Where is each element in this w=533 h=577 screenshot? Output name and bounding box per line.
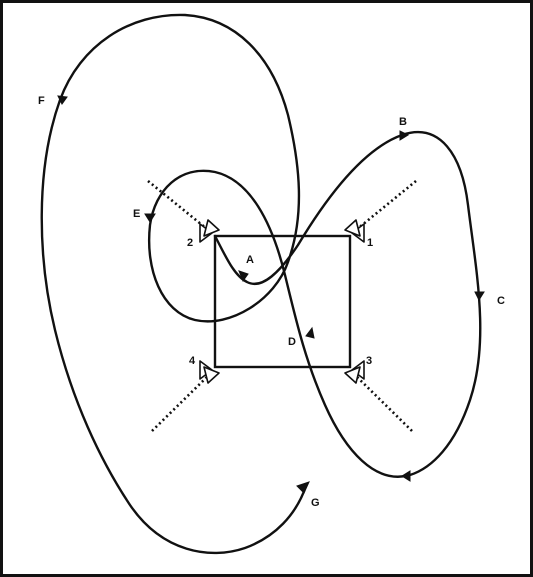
- camera-1-label: 1: [367, 237, 373, 249]
- direction-arrows: [57, 95, 485, 494]
- camera-1-view-line: [355, 179, 417, 232]
- camera-2-view-line: [147, 179, 208, 231]
- camera-4: [199, 360, 220, 384]
- arrow-at-d-icon: [305, 326, 315, 339]
- trajectory-loop-abcde: [40, 13, 482, 555]
- camera-4-view-line: [151, 373, 211, 432]
- arrow-at-a-icon: [238, 270, 249, 283]
- camera-4-body-icon: [203, 366, 220, 384]
- camera-2-label: 2: [187, 237, 193, 249]
- arrow-at-c-icon: [474, 291, 485, 302]
- point-a-label: A: [246, 254, 254, 266]
- movement-trajectory: [40, 13, 482, 555]
- point-d-label: D: [288, 336, 296, 348]
- arrow-at-g-icon: [296, 481, 310, 494]
- camera-4-label: 4: [189, 355, 196, 367]
- camera-view-lines: [147, 179, 417, 432]
- point-b-label: B: [399, 116, 407, 128]
- arrow-at-b-icon: [399, 130, 410, 141]
- camera-2: [199, 219, 220, 243]
- camera-3: [344, 360, 365, 384]
- capture-area-rectangle: [213, 234, 352, 369]
- camera-1: [344, 219, 365, 243]
- camera-3-label: 3: [366, 355, 372, 367]
- point-f-label: F: [38, 95, 45, 107]
- point-g-label: G: [311, 497, 320, 509]
- camera-2-body-icon: [203, 219, 220, 237]
- camera-3-view-line: [353, 373, 413, 432]
- camera-3-body-icon: [344, 366, 361, 384]
- point-e-label: E: [133, 208, 140, 220]
- arrow-at-bottom-icon: [401, 470, 411, 482]
- point-c-label: C: [497, 295, 505, 307]
- camera-1-body-icon: [344, 219, 361, 237]
- arrow-at-f-icon: [57, 95, 68, 105]
- arrow-at-e-icon: [144, 213, 156, 223]
